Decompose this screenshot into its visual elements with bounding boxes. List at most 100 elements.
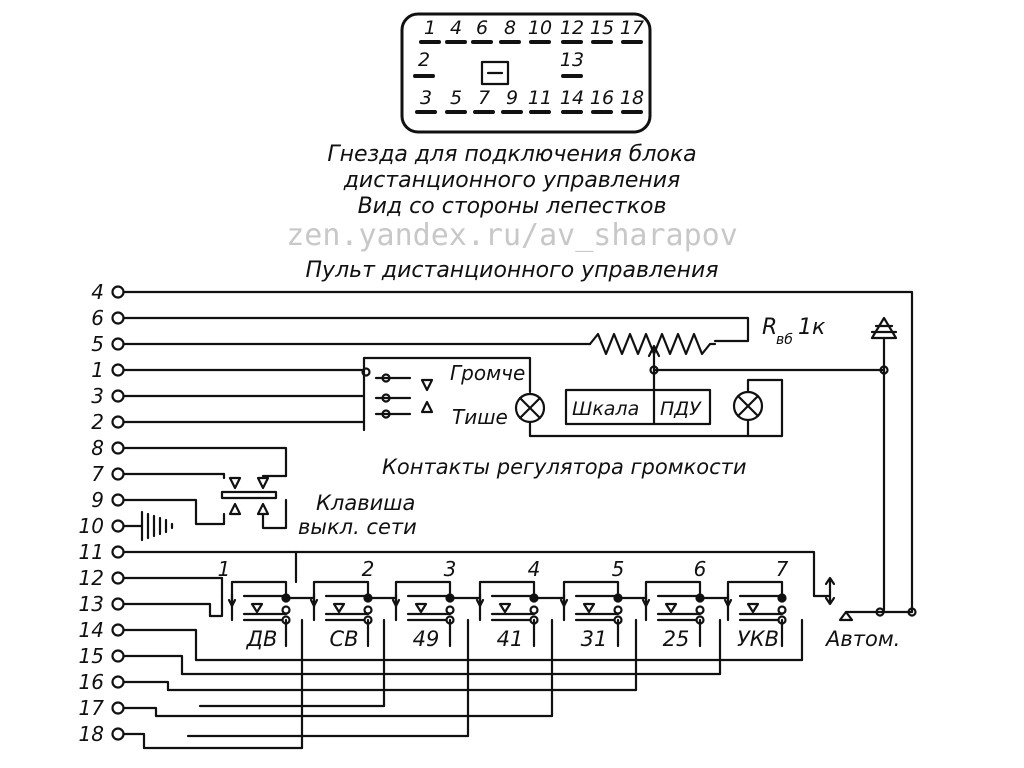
terminal-label-2: 2: [91, 410, 104, 434]
connector-pin-14: 14: [560, 87, 584, 109]
terminal-circles: [111, 285, 125, 741]
label-scale: Шкала: [572, 398, 639, 420]
band-triangle: [746, 602, 760, 614]
terminal-label-13: 13: [79, 592, 104, 616]
stair-wire: [122, 654, 184, 676]
connector-pin-15: 15: [590, 17, 614, 39]
connector-pin-18: 18: [620, 87, 644, 109]
terminal-7: [111, 467, 125, 481]
resistor-label: R: [762, 315, 777, 340]
band-node: [445, 605, 455, 615]
terminal-10: [111, 519, 125, 533]
terminal-label-6: 6: [91, 306, 104, 330]
band-name-3: 41: [497, 627, 524, 651]
connector-pin-10: 10: [528, 17, 552, 39]
connector-pin-4: 4: [450, 17, 462, 39]
stair-wire: [122, 628, 198, 662]
label-auto: Автом.: [824, 627, 900, 651]
connector-pin-8: 8: [504, 17, 516, 39]
connector-pin-12: 12: [560, 17, 584, 39]
band-number-3: 3: [444, 557, 457, 581]
terminal-6: [111, 311, 125, 325]
connector-outline: [400, 12, 652, 134]
band-number-6: 6: [694, 557, 707, 581]
label-volume-contacts: Контакты регулятора громкости: [382, 455, 747, 479]
terminal-label-15: 15: [79, 644, 104, 668]
stair-wire: [122, 732, 146, 750]
stair-wire: [122, 576, 224, 598]
ground-symbol: [140, 510, 174, 542]
connector-pin-2: 2: [418, 49, 430, 71]
band-node: [363, 605, 373, 615]
terminal-label-16: 16: [79, 670, 104, 694]
label-power-key-2: выкл. сети: [298, 515, 417, 539]
label-louder: Громче: [450, 361, 525, 385]
terminal-15: [111, 649, 125, 663]
terminal-label-5: 5: [91, 332, 104, 356]
terminal-2: [111, 415, 125, 429]
band-name-6: УКВ: [737, 627, 779, 651]
stair-wire: [122, 706, 158, 718]
band-name-5: 25: [663, 627, 690, 651]
band-node: [777, 605, 787, 615]
antenna-symbol: [870, 316, 898, 340]
band-name-1: СВ: [329, 627, 358, 651]
band-arrow: [641, 592, 651, 608]
connector-pin-9: 9: [506, 87, 518, 109]
connector-pin-13: 13: [560, 49, 584, 71]
scale-pdu-box: [564, 388, 712, 426]
connector-pin-6: 6: [476, 17, 488, 39]
band-arrow: [309, 592, 319, 608]
band-arrow: [391, 592, 401, 608]
band-node: [613, 605, 623, 615]
band-number-4: 4: [528, 557, 541, 581]
band-name-2: 49: [413, 627, 440, 651]
band-node: [529, 605, 539, 615]
band-triangle: [664, 602, 678, 614]
terminal-label-3: 3: [91, 384, 104, 408]
connector-pin-5: 5: [450, 87, 462, 109]
band-arrow: [559, 592, 569, 608]
caption-sockets-line2: дистанционного управления: [343, 168, 681, 193]
terminal-label-4: 4: [91, 280, 104, 304]
label-quieter: Тише: [452, 405, 508, 429]
terminal-9: [111, 493, 125, 507]
terminal-label-9: 9: [91, 488, 104, 512]
terminal-13: [111, 597, 125, 611]
band-switches: [227, 550, 787, 648]
connector-pin-16: 16: [590, 87, 614, 109]
connector-pin-1: 1: [424, 17, 436, 39]
connector-pin-3: 3: [420, 87, 432, 109]
band-triangle: [250, 602, 264, 614]
band-arrow: [475, 592, 485, 608]
terminal-12: [111, 571, 125, 585]
stair-wire: [208, 594, 224, 618]
connector-pin-17: 17: [620, 17, 644, 39]
terminal-3: [111, 389, 125, 403]
band-arrow: [723, 592, 733, 608]
resistor-subscript: вб: [776, 332, 793, 348]
terminal-17: [111, 701, 125, 715]
terminal-5: [111, 337, 125, 351]
terminal-label-11: 11: [79, 540, 104, 564]
band-number-2: 2: [362, 557, 375, 581]
connector-pin-11: 11: [528, 87, 552, 109]
terminal-8: [111, 441, 125, 455]
terminal-1: [111, 363, 125, 377]
caption-sockets-line3: Вид со стороны лепестков: [357, 194, 667, 219]
terminal-label-17: 17: [79, 696, 105, 720]
connector-pin-7: 7: [478, 87, 490, 109]
band-wiring: [122, 576, 804, 750]
resistor-value: 1к: [798, 315, 826, 340]
band-node: [777, 593, 787, 603]
band-drops: [300, 618, 804, 750]
band-number-7: 7: [776, 557, 789, 581]
terminal-label-18: 18: [79, 722, 104, 746]
terminal-label-8: 8: [91, 436, 104, 460]
terminal-label-10: 10: [79, 514, 104, 538]
terminal-label-7: 7: [91, 462, 104, 486]
